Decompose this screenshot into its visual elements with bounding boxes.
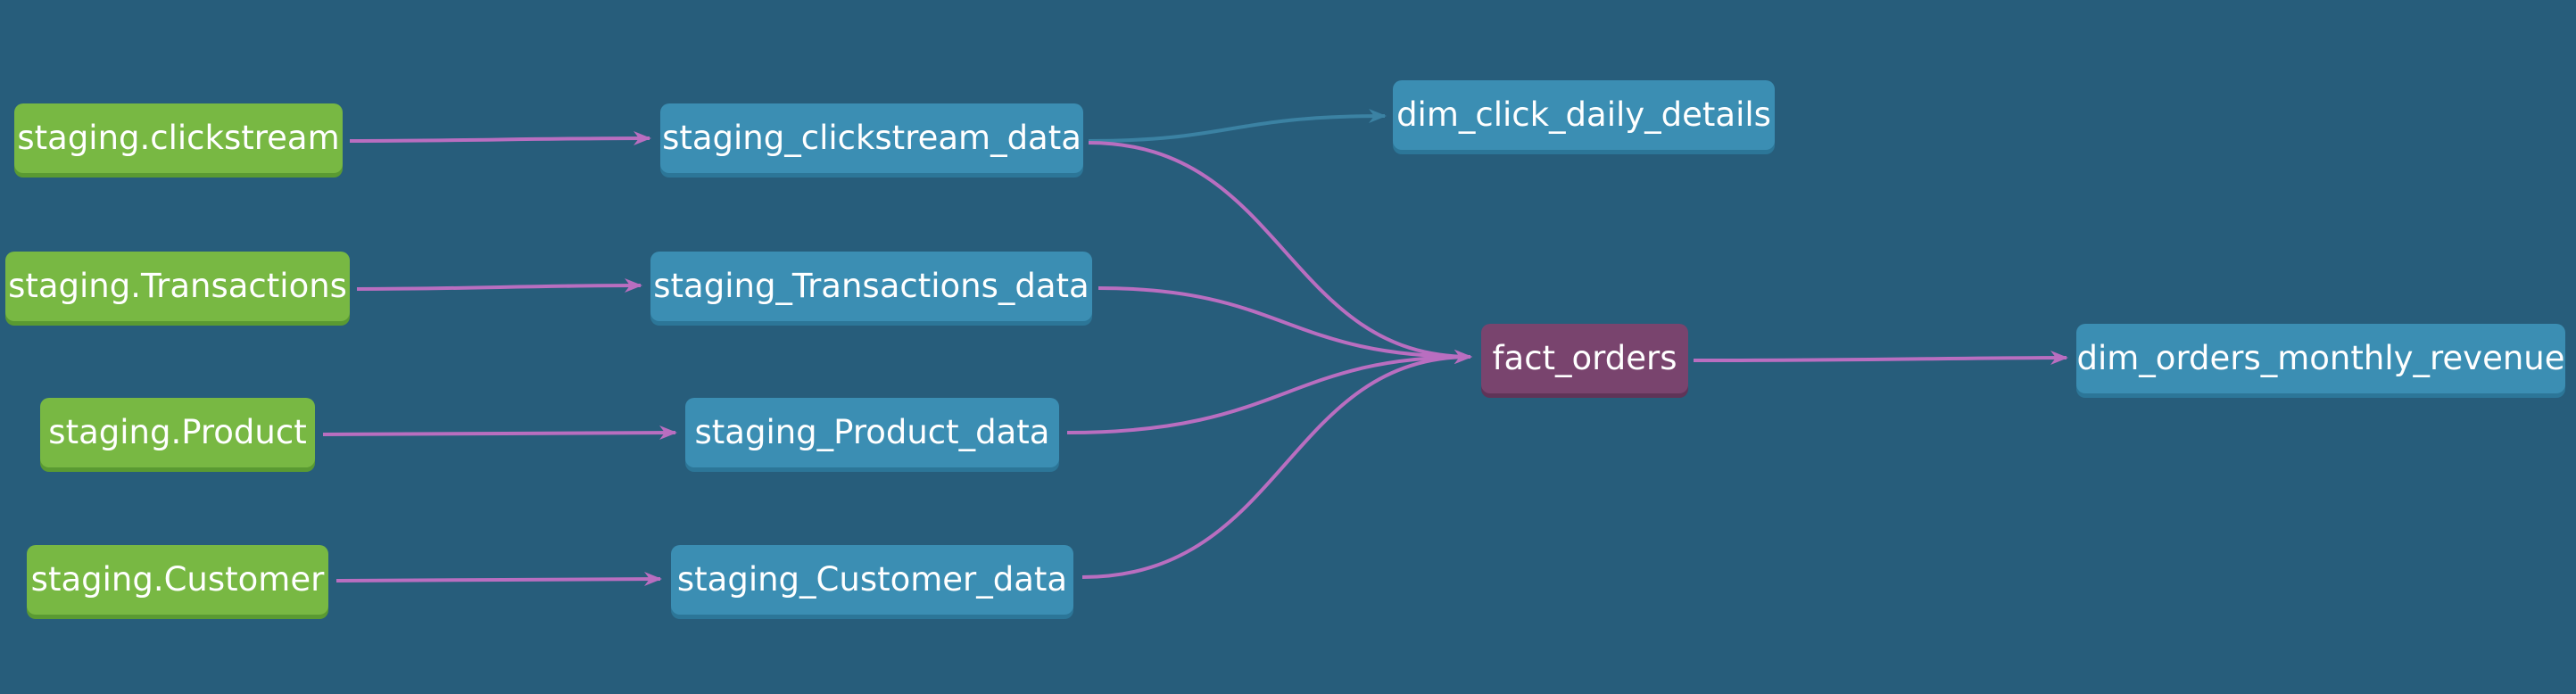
model-node-staging-transactions[interactable]: staging_Transactions_data	[650, 252, 1092, 321]
edge-clickstream-source-to-staging	[349, 131, 651, 146]
edge-product-to-fact-orders	[1066, 350, 1472, 434]
source-node-product[interactable]: staging.Product	[40, 398, 315, 467]
model-node-staging-product[interactable]: staging_Product_data	[685, 398, 1059, 467]
edge-fact-orders-to-monthly-revenue	[1693, 351, 2068, 366]
edge-customer-to-fact-orders	[1081, 350, 1472, 579]
model-node-staging-customer[interactable]: staging_Customer_data	[671, 545, 1073, 615]
model-node-dim-click-daily-details[interactable]: dim_click_daily_details	[1393, 80, 1775, 150]
source-node-customer[interactable]: staging.Customer	[27, 545, 328, 615]
model-node-staging-clickstream[interactable]: staging_clickstream_data	[660, 103, 1083, 173]
edge-customer-source-to-staging	[335, 572, 662, 587]
edge-product-source-to-staging	[322, 425, 677, 441]
source-node-transactions[interactable]: staging.Transactions	[5, 252, 350, 321]
edge-clickstream-to-click-daily	[1088, 109, 1387, 143]
model-node-dim-orders-monthly-revenue[interactable]: dim_orders_monthly_revenue	[2076, 324, 2565, 393]
edge-clickstream-to-fact-orders	[1088, 141, 1472, 364]
model-node-fact-orders[interactable]: fact_orders	[1481, 324, 1688, 393]
edge-transactions-source-to-staging	[356, 278, 642, 293]
edge-transactions-to-fact-orders	[1097, 286, 1472, 364]
source-node-clickstream[interactable]: staging.clickstream	[14, 103, 343, 173]
